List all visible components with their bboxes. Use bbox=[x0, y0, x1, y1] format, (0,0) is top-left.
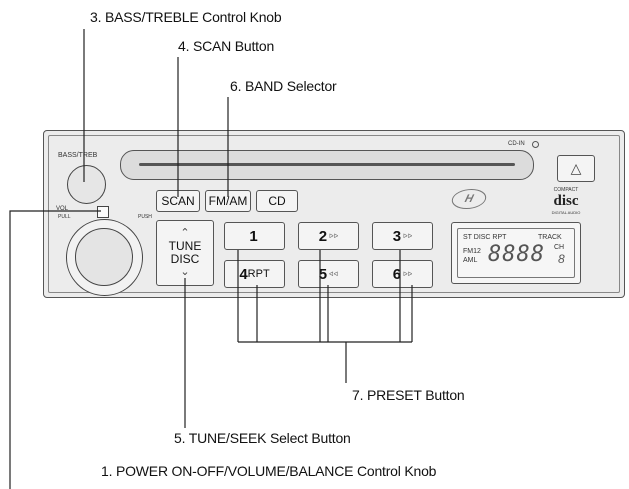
fast-forward-icon: ᐅᐅ bbox=[403, 271, 413, 278]
tune-label: TUNE bbox=[168, 239, 202, 253]
lcd-digits: 8888 bbox=[488, 242, 545, 267]
disc-label: DISC bbox=[170, 252, 200, 266]
eject-icon: △ bbox=[570, 160, 582, 176]
volume-knob[interactable] bbox=[66, 219, 143, 296]
tune-disc-button[interactable]: ⌃ TUNE DISC ⌄ bbox=[156, 220, 214, 286]
preset-label: 1 bbox=[249, 227, 258, 245]
compact-disc-logo-top: COMPACT bbox=[553, 187, 579, 193]
lcd-screen: ST DISC RPT TRACK FM12 AML 8888 CH 8 bbox=[457, 228, 575, 278]
cd-in-indicator bbox=[532, 141, 539, 148]
callout-bass-treble: 3. BASS/TREBLE Control Knob bbox=[90, 9, 282, 25]
preset-button-2[interactable]: 2 ᐅᐅ bbox=[298, 222, 359, 250]
preset-rpt-label: RPT bbox=[247, 268, 270, 280]
push-label: PUSH bbox=[138, 214, 152, 220]
cd-slot-opening bbox=[139, 163, 515, 166]
lcd-channel-text: CH bbox=[554, 244, 565, 251]
seek-forward-icon: ᐅᐅ bbox=[329, 233, 339, 240]
lcd-track-text: TRACK bbox=[538, 234, 562, 241]
preset-label: 3 bbox=[392, 227, 402, 245]
preset-button-6[interactable]: 6 ᐅᐅ bbox=[372, 260, 433, 288]
callout-tune: 5. TUNE/SEEK Select Button bbox=[174, 430, 351, 446]
compact-disc-logo-main: disc bbox=[553, 193, 579, 209]
compact-disc-logo: COMPACT disc DIGITAL AUDIO bbox=[540, 186, 592, 216]
lcd-band-am: AML bbox=[463, 257, 478, 264]
leader-power bbox=[9, 210, 101, 489]
preset-button-1[interactable]: 1 bbox=[224, 222, 285, 250]
cd-in-label: CD-IN bbox=[508, 141, 525, 147]
callout-scan: 4. SCAN Button bbox=[178, 38, 275, 54]
callout-power: 1. POWER ON-OFF/VOLUME/BALANCE Control K… bbox=[101, 463, 437, 479]
pull-label: PULL bbox=[58, 214, 71, 220]
callout-band: 6. BAND Selector bbox=[230, 78, 337, 94]
preset-label: 2 bbox=[318, 227, 328, 245]
preset-button-3[interactable]: 3 ᐅᐅ bbox=[372, 222, 433, 250]
compact-disc-logo-bottom: DIGITAL AUDIO bbox=[551, 210, 581, 215]
lcd-status-text: ST DISC RPT bbox=[463, 234, 507, 241]
volume-label: VOL bbox=[56, 206, 69, 212]
preset-button-4[interactable]: 4 RPT bbox=[224, 260, 285, 288]
bass-treble-knob[interactable] bbox=[67, 165, 106, 204]
lcd-display: ST DISC RPT TRACK FM12 AML 8888 CH 8 bbox=[451, 222, 581, 284]
preset-label: 5 bbox=[318, 265, 328, 283]
lcd-band-fm: FM12 bbox=[463, 248, 481, 255]
power-indicator bbox=[97, 206, 109, 218]
preset-label: 6 bbox=[392, 265, 402, 283]
fast-forward-icon: ᐅᐅ bbox=[403, 233, 413, 240]
callout-preset: 7. PRESET Button bbox=[352, 387, 465, 403]
preset-button-5[interactable]: 5 ᐊᐊ bbox=[298, 260, 359, 288]
lcd-small-digit: 8 bbox=[558, 252, 565, 266]
cd-slot bbox=[120, 150, 534, 180]
chevron-up-icon: ⌃ bbox=[180, 227, 190, 239]
cd-button[interactable]: CD bbox=[256, 190, 298, 212]
bass-treble-label: BASS/TREB bbox=[58, 152, 98, 159]
volume-knob-center bbox=[75, 228, 133, 286]
radio-unit-bezel bbox=[48, 135, 620, 293]
seek-back-icon: ᐊᐊ bbox=[329, 271, 339, 278]
preset-label: 4 bbox=[239, 265, 248, 283]
chevron-down-icon: ⌄ bbox=[180, 266, 190, 278]
eject-button[interactable]: △ bbox=[557, 155, 595, 182]
